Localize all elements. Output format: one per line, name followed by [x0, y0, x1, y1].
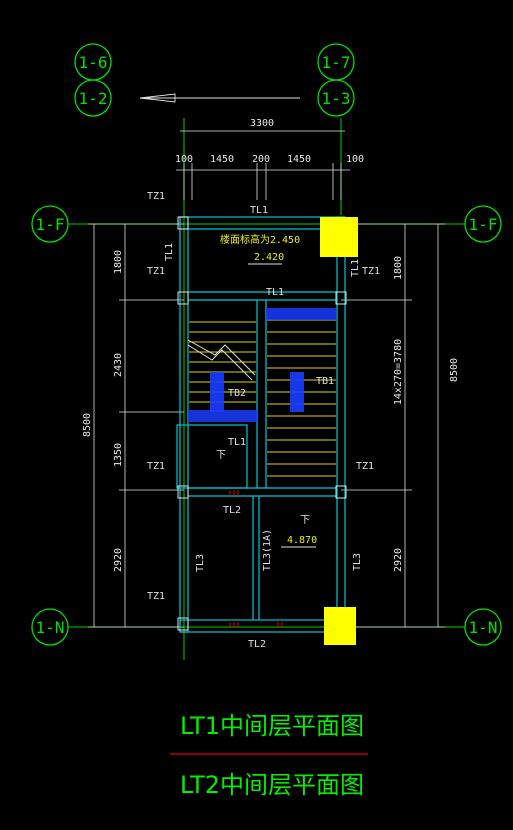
- dim-seg4: 1450: [287, 154, 311, 165]
- dim-seg3: 200: [252, 154, 270, 165]
- label-tl1-right: TL1: [350, 259, 361, 277]
- label-tl3: TL3: [195, 554, 206, 572]
- label-tl2-mid: TL2: [223, 505, 241, 516]
- dim-right-total: 8500: [449, 358, 460, 382]
- hatched-beams: [188, 308, 336, 422]
- left-dimensions: 8500 1800 2430 1350 2920: [82, 223, 184, 628]
- axis-label-1-f-left: 1-F: [36, 215, 65, 234]
- dim-right-d: 2920: [393, 548, 404, 572]
- dim-seg2: 1450: [210, 154, 234, 165]
- axis-bubbles-top: 1-6 1-2 1-7 1-3: [74, 43, 355, 117]
- label-tz1-e: TZ1: [362, 266, 380, 277]
- label-tz1-d: TZ1: [147, 591, 165, 602]
- right-dimensions: 8500 1800 14x270=3780 2920: [341, 223, 460, 628]
- label-elevation-note: 楼面标高为2.450: [220, 233, 300, 246]
- dim-left-b: 2430: [113, 353, 124, 377]
- label-tb2: TB2: [228, 388, 246, 399]
- label-tl3-1a: TL3(1A): [262, 529, 273, 571]
- dim-overall: 3300: [250, 118, 274, 129]
- label-tb1: TB1: [316, 376, 334, 387]
- axis-label-1-3: 1-3: [322, 89, 351, 108]
- label-down-2: 下: [216, 450, 226, 461]
- label-tz1-b: TZ1: [147, 266, 165, 277]
- label-elevation-1: 2.420: [254, 252, 284, 263]
- columns-yellow: [320, 217, 358, 645]
- label-tl3-right: TL3: [352, 553, 363, 571]
- label-tl2-bottom: TL2: [248, 639, 266, 650]
- titles: LT1中间层平面图 LT2中间层平面图: [170, 712, 368, 799]
- label-tz1-c: TZ1: [147, 461, 165, 472]
- label-tl1-mid: TL1: [266, 287, 284, 298]
- dim-left-d: 2920: [113, 548, 124, 572]
- label-tl1-top: TL1: [250, 205, 268, 216]
- direction-arrow-icon: [139, 93, 176, 103]
- dim-left-c: 1350: [113, 443, 124, 467]
- axis-bubble-1-3: [317, 79, 355, 117]
- label-tl1-left: TL1: [164, 243, 175, 261]
- red-ticks: [229, 490, 283, 628]
- axis-label-1-6: 1-6: [79, 53, 108, 72]
- small-columns: [177, 216, 347, 631]
- axis-label-1-7: 1-7: [322, 53, 351, 72]
- axis-label-1-n-left: 1-N: [36, 618, 65, 637]
- axis-label-1-2: 1-2: [79, 89, 108, 108]
- axis-label-1-n-right: 1-N: [469, 618, 498, 637]
- column-top-right: [320, 217, 358, 257]
- label-tz1-f: TZ1: [356, 461, 374, 472]
- title-lt1: LT1中间层平面图: [180, 712, 364, 740]
- column-bottom-right: [324, 607, 356, 645]
- label-tl1-landing: TL1: [228, 437, 246, 448]
- top-dimensions: 3300 100 1450 200 1450 100: [175, 118, 364, 200]
- label-elevation-2: 4.870: [287, 535, 317, 546]
- dim-seg1: 100: [175, 154, 193, 165]
- dim-left-a: 1800: [113, 250, 124, 274]
- dim-right-stair: 14x270=3780: [393, 339, 404, 405]
- member-labels: TZ1 TZ1 TZ1 TZ1 TZ1 TZ1 TL1 TL1 TL1 TL1 …: [147, 191, 380, 650]
- label-tz1-a: TZ1: [147, 191, 165, 202]
- title-lt2: LT2中间层平面图: [180, 771, 364, 799]
- dim-seg5: 100: [346, 154, 364, 165]
- axis-bubble-1-2: [74, 79, 112, 117]
- dim-right-a: 1800: [393, 256, 404, 280]
- axis-label-1-f-right: 1-F: [469, 215, 498, 234]
- label-down-1: 下: [300, 515, 310, 526]
- dim-left-total: 8500: [82, 413, 93, 437]
